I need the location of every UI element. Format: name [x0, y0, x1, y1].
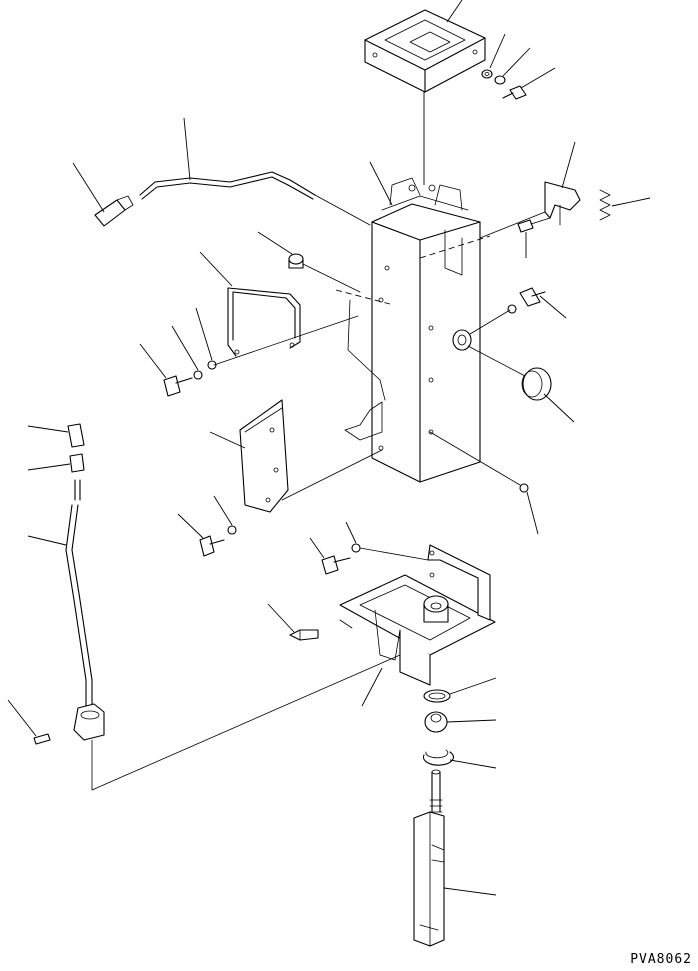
bolt-lower — [321, 555, 351, 575]
shift-lever — [413, 769, 445, 947]
guard-bracket — [227, 287, 301, 357]
lower-bracket — [339, 544, 496, 686]
bolt-guard — [163, 375, 193, 397]
lock-washer-top — [494, 75, 506, 85]
snap-ring — [423, 689, 451, 703]
top-cover-plate — [364, 9, 486, 93]
cable-knob-left — [94, 195, 134, 227]
control-column-housing — [344, 177, 481, 483]
set-screw — [33, 733, 51, 745]
washer-right — [507, 304, 517, 314]
washer-guard-1 — [207, 360, 217, 370]
lever-boot-mount — [423, 595, 449, 623]
lever-arm — [544, 181, 581, 226]
connection-line — [91, 654, 401, 791]
knob-sleeve — [69, 453, 85, 473]
washer-guard-2 — [193, 370, 203, 380]
drawing-code: PVA8062 — [630, 952, 692, 967]
return-spring — [599, 189, 611, 221]
bushing — [288, 253, 304, 269]
bolt-cover — [199, 535, 225, 557]
bolt-right — [519, 287, 546, 307]
pin — [517, 217, 551, 233]
leader-line — [446, 0, 463, 23]
ball-joint — [424, 711, 448, 733]
left-shift-lever — [65, 479, 105, 741]
bolt-top — [502, 85, 527, 100]
grommet — [519, 483, 529, 493]
cap — [521, 367, 552, 401]
lock-washer-lower — [351, 543, 361, 553]
washer-cover — [227, 525, 237, 535]
washer-top — [481, 69, 493, 79]
side-cover-plate — [239, 399, 289, 513]
knob-cap — [67, 423, 85, 448]
circlip — [422, 749, 454, 766]
upper-cable — [139, 171, 371, 226]
sensor-switch — [289, 629, 319, 641]
